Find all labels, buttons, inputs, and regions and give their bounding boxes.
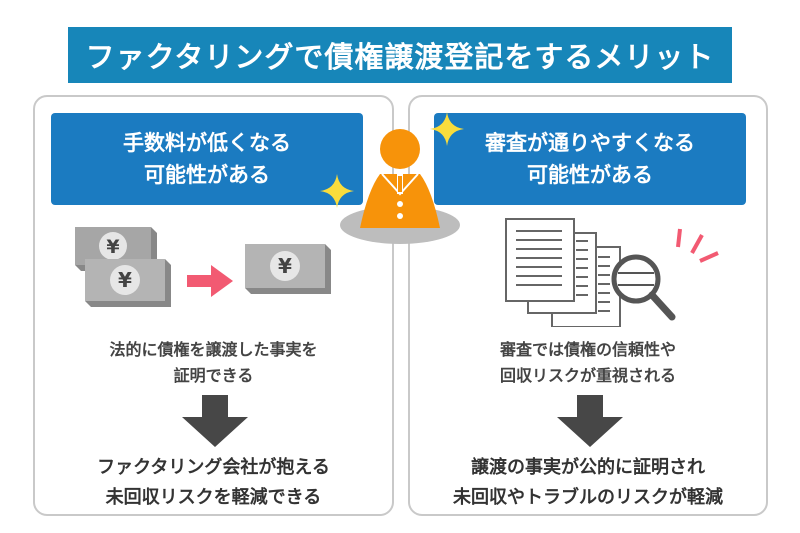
reason-text: 法的に債権を譲渡した事実を 証明できる <box>35 337 392 389</box>
sparkle-icon <box>320 174 354 208</box>
documents-icon <box>504 217 704 327</box>
result-line-2: 未回収やトラブルのリスクが軽減 <box>453 487 723 508</box>
reason-text: 審査では債権の信頼性や 回収リスクが重視される <box>410 337 766 389</box>
reason-line-2: 証明できる <box>173 366 254 385</box>
person-icon <box>328 128 472 248</box>
magnifier-icon <box>610 247 680 327</box>
arrow-down-icon <box>555 395 625 449</box>
result-text: 譲渡の事実が公的に証明され 未回収やトラブルのリスクが軽減 <box>410 453 766 513</box>
emphasis-lines-icon <box>672 227 722 277</box>
result-text: ファクタリング会社が抱える 未回収リスクを軽減できる <box>35 453 392 513</box>
merit-panel-easier-screening: 審査が通りやすくなる 可能性がある 審査では債権の信頼性や 回収リスクが重視 <box>408 95 768 516</box>
result-line-1: 譲渡の事実が公的に証明され <box>471 457 705 478</box>
panel-header: 手数料が低くなる 可能性がある <box>51 113 363 205</box>
yen-symbol: ¥ <box>106 236 119 258</box>
yen-bill-icon: ¥ <box>81 255 173 309</box>
sparkle-icon <box>430 112 464 146</box>
panel-header: 審査が通りやすくなる 可能性がある <box>434 113 746 205</box>
arrow-down-icon <box>180 395 250 449</box>
yen-symbol: ¥ <box>278 254 292 278</box>
reason-line-2: 回収リスクが重視される <box>499 366 676 385</box>
header-line-1: 審査が通りやすくなる <box>485 131 695 155</box>
header-line-1: 手数料が低くなる <box>123 131 291 155</box>
header-line-2: 可能性がある <box>144 163 270 187</box>
result-line-1: ファクタリング会社が抱える <box>97 457 330 478</box>
arrow-right-icon <box>187 263 235 299</box>
page-title: ファクタリングで債権譲渡登記をするメリット <box>68 27 732 83</box>
yen-bill-icon: ¥ <box>241 240 333 296</box>
reason-line-1: 法的に債権を譲渡した事実を <box>109 340 318 359</box>
reason-line-1: 審査では債権の信頼性や <box>499 340 676 359</box>
yen-symbol: ¥ <box>118 268 132 292</box>
header-line-2: 可能性がある <box>527 163 653 187</box>
merit-panel-lower-fees: 手数料が低くなる 可能性がある ¥ ¥ ¥ 法的に債権を譲渡した事実を 証明でき… <box>33 95 394 516</box>
result-line-2: 未回収リスクを軽減できる <box>105 487 322 508</box>
